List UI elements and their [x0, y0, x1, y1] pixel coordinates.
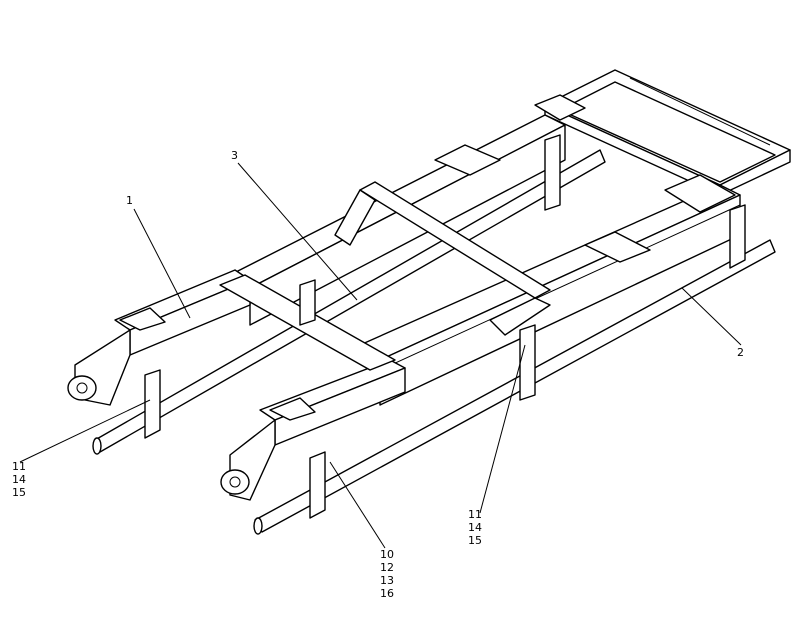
- clamp-brackets: [144, 134, 746, 519]
- callout-mid-group: 11 14 15: [468, 508, 482, 547]
- right-front-housing: [220, 359, 406, 501]
- mounting-plates: [434, 94, 736, 263]
- callout-2: 2: [737, 346, 744, 359]
- rear-frame: [544, 69, 791, 196]
- callout-left-group: 11 14 15: [12, 460, 26, 499]
- left-tube: [92, 149, 606, 455]
- leader-lines: [19, 162, 742, 549]
- callout-3: 3: [231, 149, 238, 162]
- callout-1: 1: [126, 194, 133, 207]
- callout-bottom-group: 10 12 13 16: [380, 548, 394, 600]
- right-tube: [253, 239, 776, 535]
